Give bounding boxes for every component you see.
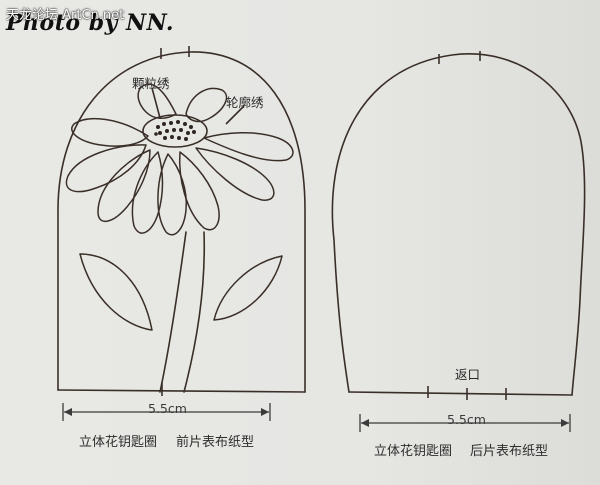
flower-petals bbox=[65, 83, 294, 236]
back-piece-outline bbox=[331, 53, 586, 396]
front-dimension-line bbox=[62, 403, 271, 421]
front-piece-outline bbox=[57, 51, 306, 393]
opening-label: 返口 bbox=[455, 367, 481, 382]
front-caption-title: 立体花钥匙圈 bbox=[79, 435, 158, 450]
back-caption-title: 立体花钥匙圈 bbox=[374, 444, 453, 459]
front-top-ticks bbox=[160, 46, 190, 59]
flower-center bbox=[142, 114, 208, 148]
front-dimension-label: 5.5cm bbox=[148, 401, 187, 416]
left-leaf bbox=[79, 253, 153, 331]
photo-credit: Photo by NN. bbox=[6, 10, 175, 36]
site-watermark: 天龙论坛 ArtCn.net bbox=[6, 8, 125, 23]
outline-stitch-label: 轮廓绣 bbox=[226, 95, 264, 110]
outline-stitch-leader bbox=[225, 105, 245, 125]
seed-stitch-label: 颗粒绣 bbox=[132, 76, 170, 91]
right-leaf bbox=[213, 255, 283, 321]
flower-stem bbox=[159, 231, 206, 393]
back-opening-ticks bbox=[427, 386, 507, 400]
back-top-ticks bbox=[438, 51, 481, 64]
front-caption-subtitle: 前片表布纸型 bbox=[176, 435, 255, 450]
back-dimension-line bbox=[359, 414, 571, 432]
back-dimension-label: 5.5cm bbox=[447, 412, 486, 427]
back-caption-subtitle: 后片表布纸型 bbox=[470, 444, 549, 459]
seed-stitch-leader bbox=[151, 87, 161, 119]
